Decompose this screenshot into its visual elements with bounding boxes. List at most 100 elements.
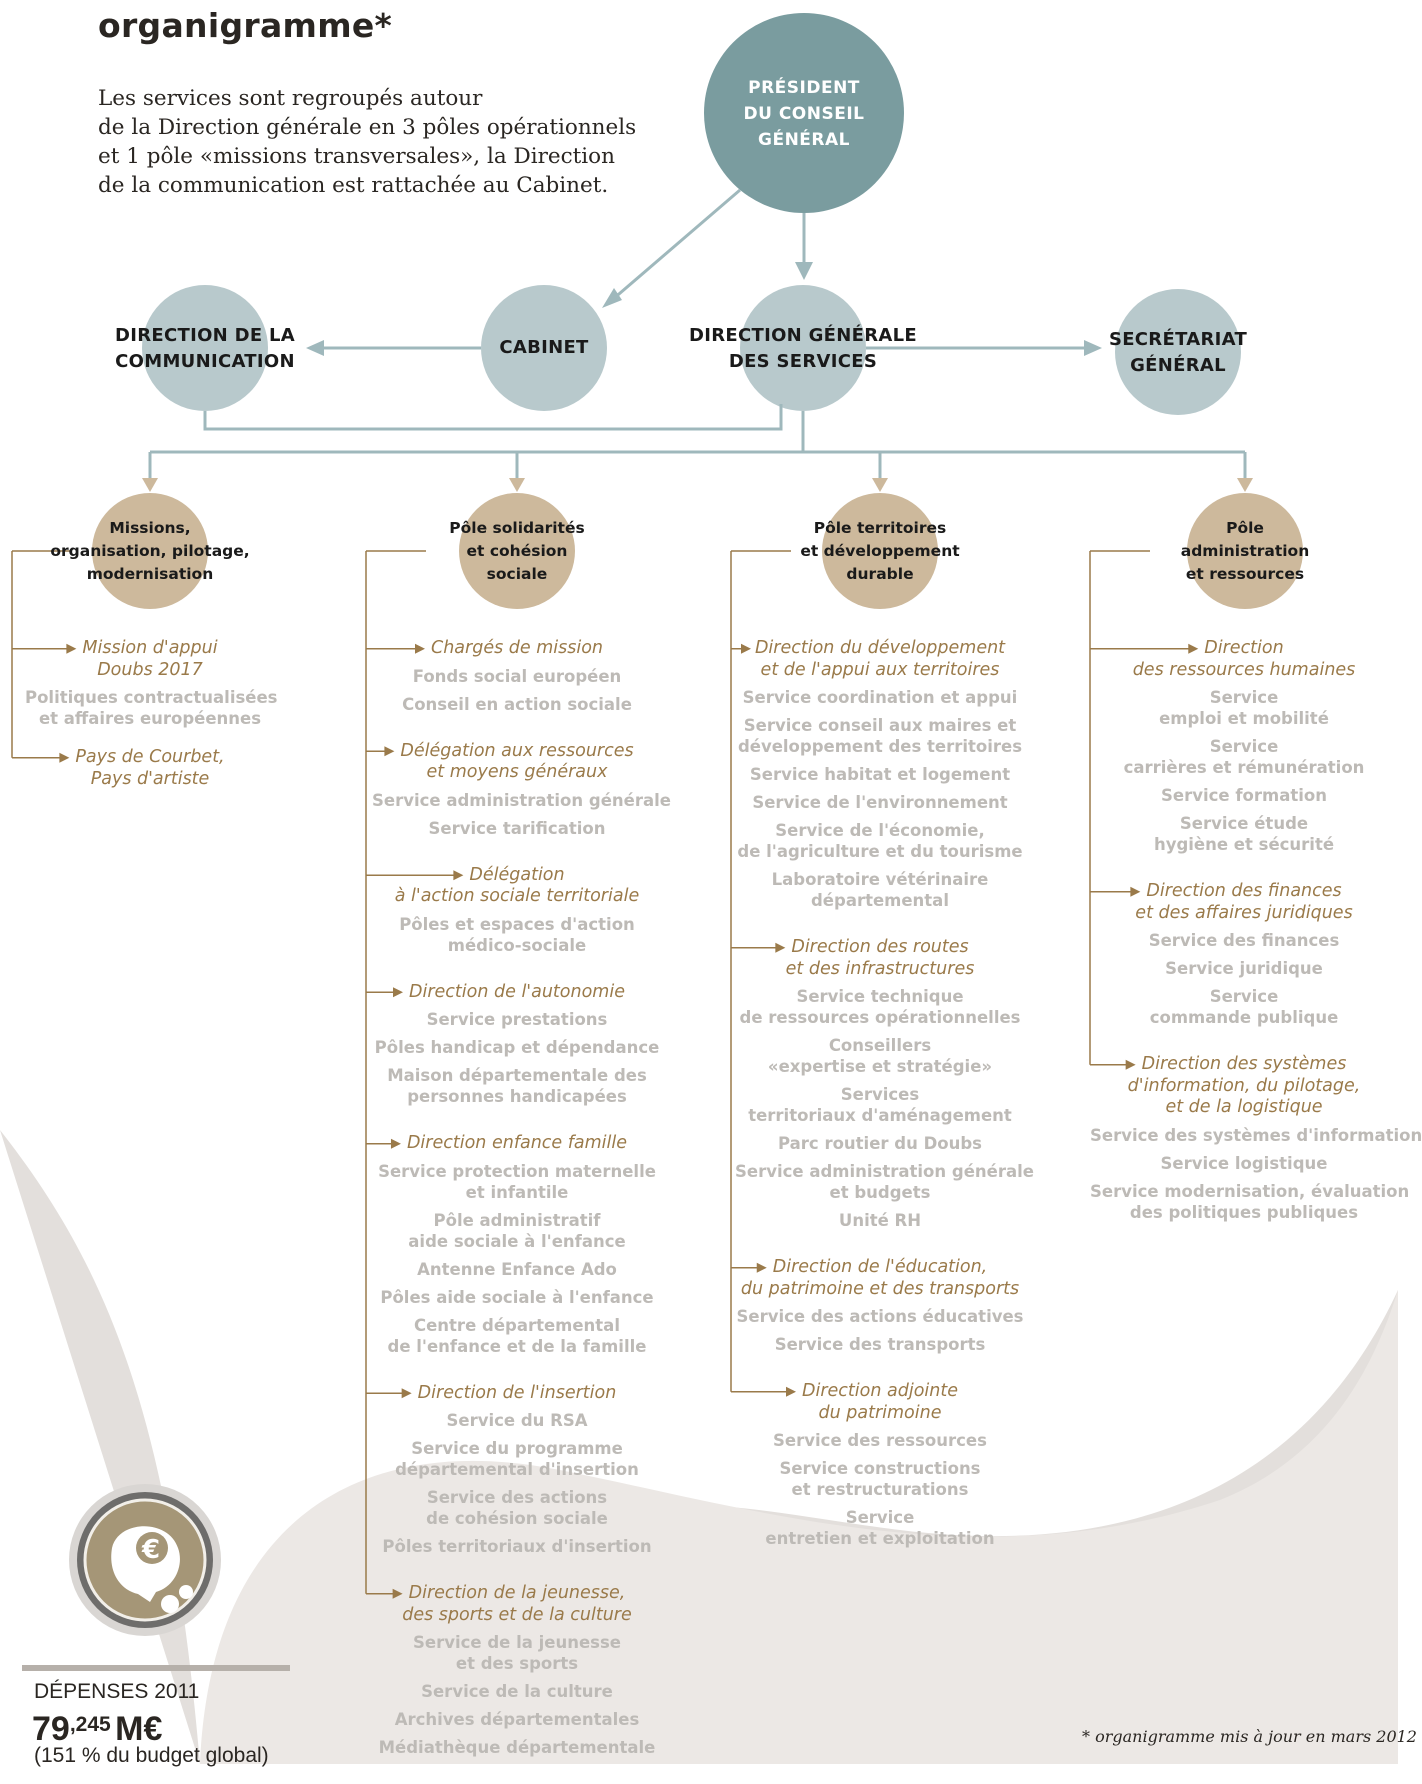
bracket-arrowhead: [414, 643, 425, 654]
arrowhead: [872, 478, 888, 492]
service-item-line: Pôles territoriaux d'insertion: [382, 1537, 652, 1556]
footnote: * organigramme mis à jour en mars 2012: [1082, 1727, 1417, 1746]
bracket-arrowhead: [66, 643, 77, 654]
direction-title-line: et moyens généraux: [426, 762, 608, 782]
service-item: Service logistique: [1090, 1153, 1398, 1174]
direction-title-line: Direction enfance famille: [406, 1133, 628, 1153]
service-item-line: Parc routier du Doubs: [778, 1134, 982, 1153]
service-item-line: Laboratoire vétérinaire: [771, 870, 989, 889]
bracket-arrowhead: [392, 1588, 403, 1599]
service-item-line: Service de l'environnement: [752, 793, 1008, 812]
pole-label-line: Pôle territoires: [813, 519, 947, 537]
direction-title: Direction de l'autonomie: [372, 982, 662, 1004]
bracket-arrowhead: [384, 746, 395, 757]
bracket-arrowhead: [786, 1386, 796, 1397]
intro-line: de la Direction générale en 3 pôles opér…: [98, 115, 637, 140]
money-badge-icon: €: [69, 1484, 221, 1636]
service-item-line: Maison départementale des: [387, 1066, 647, 1085]
service-item: Service des actions éducatives: [735, 1306, 1025, 1327]
president-label: PRÉSIDENT DU CONSEIL GÉNÉRAL: [704, 75, 904, 153]
arrowhead: [306, 340, 324, 356]
service-item: Conseillers«expertise et stratégie»: [735, 1035, 1025, 1077]
service-item-line: Pôles et espaces d'action: [399, 914, 635, 934]
dgs-label: DIRECTION GÉNÉRALE DES SERVICES: [683, 323, 923, 375]
service-item-line: et des sports: [455, 1654, 579, 1673]
bracket-arrowhead: [1125, 1059, 1136, 1070]
direction-title: Direction de l'insertion: [372, 1383, 662, 1405]
arrowhead: [1237, 478, 1253, 492]
service-item: Service des finances: [1090, 930, 1398, 951]
service-item-line: et infantile: [465, 1182, 569, 1202]
service-item-line: Service formation: [1161, 786, 1327, 805]
direction-title-line: du patrimoine et des transports: [740, 1278, 1020, 1299]
pole-circle-solidarites: [459, 493, 575, 609]
service-item-line: Service étude: [1179, 814, 1309, 833]
service-item-line: développement des territoires: [737, 737, 1023, 756]
service-item: Pôles territoriaux d'insertion: [372, 1536, 662, 1557]
direction-title-line: à l'action sociale territoriale: [394, 886, 640, 906]
service-item-line: Service du RSA: [446, 1411, 588, 1430]
service-item-line: Service des actions éducatives: [736, 1307, 1024, 1326]
service-item-line: Service des systèmes d'information: [1090, 1125, 1422, 1145]
service-item: Services territoriaux d'aménagement: [735, 1084, 1025, 1126]
pole-circle-missions: [92, 493, 208, 609]
direction-title-line: Mission d'appui: [82, 638, 218, 658]
president-label-line: PRÉSIDENT: [748, 78, 860, 98]
pole-label-line: organisation, pilotage,: [50, 542, 250, 560]
service-item-line: Service de la jeunesse: [413, 1633, 621, 1652]
service-item-line: et affaires européennes: [38, 709, 262, 728]
service-item-line: Service des finances: [1148, 931, 1340, 950]
service-item-line: Service constructions: [779, 1459, 981, 1478]
cabinet-label: CABINET: [464, 335, 624, 361]
pole-label-line: durable: [846, 565, 914, 583]
arrowhead: [602, 288, 622, 308]
direction-title-line: Chargés de mission: [430, 638, 604, 658]
pole-label-line: administration: [1180, 542, 1310, 560]
service-item-line: carrières et rémunération: [1123, 758, 1365, 777]
svg-text:€: €: [141, 1535, 160, 1565]
service-item-line: Service habitat et logement: [749, 765, 1011, 784]
service-item-line: Services: [840, 1085, 920, 1104]
service-item-line: médico-sociale: [447, 935, 587, 955]
service-item: Unité RH: [735, 1210, 1025, 1231]
cabinet-label-line: CABINET: [499, 337, 589, 358]
service-item-line: Service logistique: [1160, 1153, 1328, 1173]
service-item-line: territoriaux d'aménagement: [748, 1106, 1012, 1125]
service-item-line: Antenne Enfance Ado: [417, 1259, 617, 1279]
president-label-line: GÉNÉRAL: [758, 130, 850, 150]
direction-title-line: Direction des systèmes: [1141, 1054, 1347, 1074]
president-circle: [704, 13, 904, 213]
service-item: Parc routier du Doubs: [735, 1133, 1025, 1154]
direction-title-line: d'information, du pilotage,: [1127, 1075, 1361, 1096]
service-item-line: de l'enfance et de la famille: [387, 1336, 647, 1356]
direction-group: Pays de Courbet,Pays d'artiste: [25, 747, 275, 790]
service-item-line: Unité RH: [838, 1211, 922, 1230]
service-item: Service des systèmes d'information: [1090, 1125, 1422, 1146]
service-item-line: Service conseil aux maires et: [743, 716, 1017, 735]
direction-title-line: Délégation aux ressources: [400, 740, 634, 761]
service-item-line: «expertise et stratégie»: [767, 1057, 993, 1076]
direction-title-line: Pays de Courbet,: [75, 747, 225, 767]
direction-title-line: Direction de l'autonomie: [409, 981, 625, 1002]
bracket-arrowhead: [741, 643, 751, 654]
direction-title-line: Direction du développement: [754, 638, 1006, 658]
direction-title: Chargés de mission: [372, 638, 662, 660]
